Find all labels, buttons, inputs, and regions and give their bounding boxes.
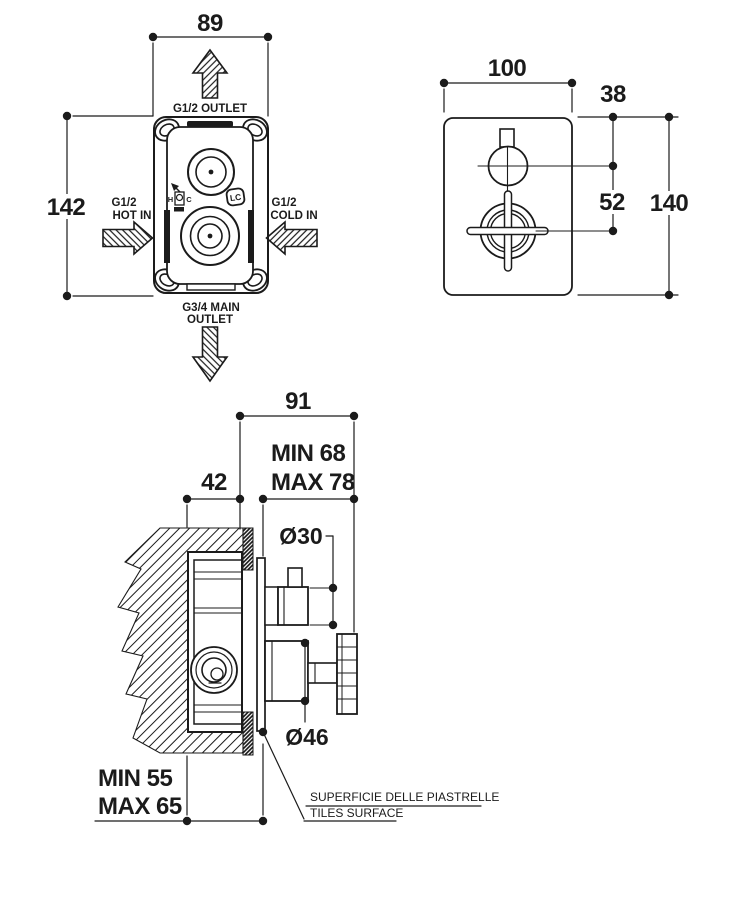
dim-width-100: 100 bbox=[439, 55, 577, 113]
upper-cartridge bbox=[187, 148, 235, 196]
temperature-knob-side bbox=[264, 567, 309, 626]
brand-badge: LC bbox=[225, 187, 246, 207]
tile-layer-bottom bbox=[242, 711, 254, 756]
dim-recess-min-max: MIN 55 MAX 65 bbox=[94, 743, 268, 826]
hot-cold-indicator-icon: H C bbox=[168, 183, 192, 212]
dim-box-depth-42: 42 bbox=[182, 469, 245, 528]
outlet-fitting-section bbox=[190, 646, 238, 694]
dim-text-91: 91 bbox=[285, 388, 311, 415]
dim-width-89: 89 bbox=[148, 10, 273, 117]
top-guard-tab bbox=[187, 121, 233, 127]
dim-right-stack: 38 52 140 bbox=[577, 81, 692, 300]
hot-inlet-arrow-icon bbox=[102, 220, 154, 256]
cold-inlet-arrow-icon bbox=[265, 220, 318, 256]
cross-handle-front bbox=[466, 190, 611, 272]
trim-plate-view: 100 38 52 bbox=[439, 55, 692, 300]
side-section-view: 91 42 MIN 68 MAX 78 Ø30 bbox=[94, 388, 499, 826]
dim-total-91: 91 bbox=[235, 388, 359, 633]
cross-handle-side bbox=[264, 633, 358, 715]
dim-knob-diameter: Ø30 bbox=[279, 523, 338, 630]
outlet-label: G1/2 OUTLET bbox=[173, 103, 247, 115]
dim-text-dia46: Ø46 bbox=[285, 724, 328, 750]
brand-logo-text: LC bbox=[229, 192, 242, 203]
dim-text-100: 100 bbox=[488, 55, 527, 82]
cold-inlet-label-1: G1/2 bbox=[272, 197, 297, 209]
hot-letter: H bbox=[168, 195, 173, 204]
main-outlet-down-arrow-icon bbox=[191, 326, 229, 383]
dim-text-dia30: Ø30 bbox=[279, 523, 322, 549]
dim-text-89: 89 bbox=[197, 10, 223, 37]
outlet-up-arrow-icon bbox=[191, 48, 229, 99]
dim-text-max65: MAX 65 bbox=[98, 793, 182, 820]
temperature-knob-front bbox=[477, 128, 611, 193]
dim-text-140: 140 bbox=[650, 190, 689, 217]
tiles-surface-callout: SUPERFICIE DELLE PIASTRELLE TILES SURFAC… bbox=[258, 727, 499, 822]
tile-layer-top bbox=[242, 527, 254, 571]
dim-text-min55: MIN 55 bbox=[98, 765, 173, 792]
lower-cartridge bbox=[180, 206, 240, 266]
cold-letter: C bbox=[186, 195, 192, 204]
main-outlet-label-2: OUTLET bbox=[187, 314, 233, 326]
hot-inlet-label-2: HOT IN bbox=[113, 210, 152, 222]
tiles-surface-label-en: TILES SURFACE bbox=[310, 806, 403, 820]
dim-text-142: 142 bbox=[47, 194, 86, 221]
dim-height-142: 142 bbox=[45, 111, 154, 301]
dim-projection-min-max: MIN 68 MAX 78 bbox=[258, 440, 359, 557]
dim-text-max78: MAX 78 bbox=[271, 469, 355, 496]
dim-handle-diameter: Ø46 bbox=[285, 638, 329, 750]
front-valve-view: 89 142 G1/2 OUTLET bbox=[45, 10, 318, 383]
hot-inlet-label-1: G1/2 bbox=[112, 197, 137, 209]
valve-box-body: H C LC bbox=[153, 116, 269, 294]
dim-text-38: 38 bbox=[600, 81, 626, 108]
dim-text-min68: MIN 68 bbox=[271, 440, 346, 467]
right-port-bar bbox=[248, 210, 254, 263]
rough-in-box-side bbox=[187, 551, 243, 733]
cold-inlet-label-2: COLD IN bbox=[270, 210, 317, 222]
main-outlet-label-1: G3/4 MAIN bbox=[182, 302, 240, 314]
dim-text-42: 42 bbox=[201, 469, 227, 496]
dim-text-52: 52 bbox=[599, 189, 625, 216]
trim-plate-side bbox=[256, 557, 266, 732]
tiles-surface-label-it: SUPERFICIE DELLE PIASTRELLE bbox=[310, 790, 499, 804]
bottom-guard-tab bbox=[186, 283, 236, 291]
left-port-bar bbox=[164, 210, 170, 263]
